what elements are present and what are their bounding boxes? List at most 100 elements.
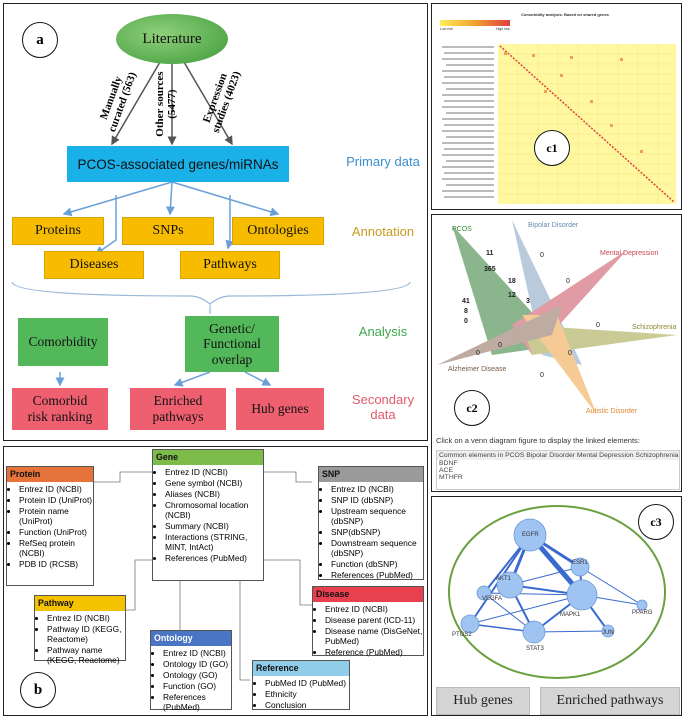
venn-count: 12 (508, 292, 516, 299)
proteins-box: Proteins (12, 217, 104, 245)
snp-card: SNP Entrez ID (NCBI) SNP ID (dbSNP) Upst… (318, 466, 424, 580)
genes-box-label: PCOS-associated genes/miRNAs (77, 156, 279, 172)
node-akt1 (496, 571, 524, 599)
venn-table-row[interactable]: BDNF (439, 460, 458, 467)
gene-field: Chromosomal location (NCBI) (165, 500, 263, 520)
venn-count: 18 (508, 278, 516, 285)
legend-low: Low risk (440, 27, 453, 31)
venn-set-depression: Mental Depression (600, 250, 659, 257)
heatmap-title: Comorbidity analysis: Based on shared ge… (521, 12, 609, 17)
node-esr1 (570, 557, 590, 577)
panel-c2-label: c2 (454, 390, 490, 426)
analysis-label: Analysis (358, 324, 408, 339)
venn-table-row[interactable]: MTHFR (439, 474, 463, 481)
venn-count: 3 (526, 298, 530, 305)
ontologies-box: Ontologies (232, 217, 324, 245)
venn-count: 0 (540, 372, 544, 379)
enriched-pathways-box: Enriched pathways (130, 388, 226, 430)
venn-instruction: Click on a venn diagram figure to displa… (436, 436, 640, 445)
hub-genes-button[interactable]: Hub genes (436, 687, 530, 715)
snp-field: SNP(dbSNP) (331, 527, 423, 537)
protein-card: Protein Entrez ID (NCBI) Protein ID (Uni… (6, 466, 94, 586)
snps-box: SNPs (122, 217, 214, 245)
node-label-vegfa: VEGFA (482, 596, 503, 602)
pathway-field: Entrez ID (NCBI) (47, 613, 125, 623)
protein-field: RefSeq protein (NCBI) (19, 538, 93, 558)
disease-field: Disease parent (ICD-11) (325, 615, 423, 625)
node-label-esr1: ESR1 (572, 560, 588, 566)
venn-count: 0 (498, 342, 502, 349)
source-other: Other sources (5477) (154, 62, 178, 146)
disease-field: Entrez ID (NCBI) (325, 604, 423, 614)
disease-field: Reference (PubMed) (325, 647, 423, 657)
ontology-card: Ontology Entrez ID (NCBI) Ontology ID (G… (150, 630, 232, 712)
protein-field: Entrez ID (NCBI) (19, 484, 93, 494)
venn-count: 365 (484, 266, 496, 273)
snp-card-title: SNP (319, 467, 423, 482)
venn-set-pcos: PCOS (452, 226, 472, 233)
gene-card-title: Gene (153, 450, 263, 465)
venn-count: 0 (566, 278, 570, 285)
hub-genes-box: Hub genes (236, 388, 324, 430)
node-vegfa (476, 585, 492, 601)
heatmap-grid (442, 44, 676, 204)
snp-field: Upstream sequence (dbSNP) (331, 506, 423, 526)
venn-count: 8 (464, 308, 468, 315)
node-ptgs2 (460, 614, 480, 634)
comorbid-risk-box: Comorbid risk ranking (12, 388, 108, 430)
node-label-stat3: STAT3 (526, 646, 544, 652)
snp-field: Function (dbSNP) (331, 559, 423, 569)
genetic-overlap-line2: Functional (203, 336, 261, 352)
pathway-card-title: Pathway (35, 596, 125, 611)
venn-table-header: Common elements in PCOS Bipolar Disorder… (437, 451, 679, 460)
node-label-pparg: PPARG (632, 610, 653, 616)
primary-data-label: Primary data (346, 154, 420, 169)
snp-field: Entrez ID (NCBI) (331, 484, 423, 494)
venn-table-row[interactable]: ACE (439, 467, 453, 474)
node-mapk1 (566, 579, 598, 611)
secondary-data-label: Secondary data (338, 392, 428, 422)
venn-table[interactable]: Common elements in PCOS Bipolar Disorder… (436, 450, 680, 490)
gene-field: Interactions (STRING, MINT, IntAct) (165, 532, 263, 552)
disease-card: Disease Entrez ID (NCBI) Disease parent … (312, 586, 424, 657)
snp-field: SNP ID (dbSNP) (331, 495, 423, 505)
venn-count: 0 (596, 322, 600, 329)
node-label-egfr: EGFR (522, 532, 539, 538)
heatmap-legend-bar (440, 20, 510, 26)
node-stat3 (522, 620, 546, 644)
comorbid-risk-line2: risk ranking (27, 409, 93, 424)
venn-count: 0 (476, 350, 480, 357)
pathway-field: Pathway name (KEGG, Reactome) (47, 645, 125, 665)
reference-field: Conclusion (265, 700, 349, 710)
venn-set-bipolar: Bipolar Disorder (528, 222, 579, 229)
pathway-card: Pathway Entrez ID (NCBI) Pathway ID (KEG… (34, 595, 126, 665)
venn-set-schizophrenia: Schizophrenia (632, 324, 677, 331)
enriched-pathways-button[interactable]: Enriched pathways (540, 687, 680, 715)
reference-card-title: Reference (253, 661, 349, 676)
diseases-box: Diseases (44, 251, 144, 279)
hub-network (448, 505, 666, 679)
annotation-label: Annotation (351, 224, 415, 239)
ontology-field: References (PubMed) (163, 692, 231, 712)
node-label-ptgs2: PTGS2 (452, 632, 472, 638)
pathways-box: Pathways (180, 251, 280, 279)
reference-card: Reference PubMed ID (PubMed) Ethnicity C… (252, 660, 350, 710)
disease-card-title: Disease (313, 587, 423, 602)
protein-field: Protein ID (UniProt) (19, 495, 93, 505)
snp-field: References (PubMed) (331, 570, 423, 580)
secondary-data-line1: Secondary (351, 392, 415, 407)
gene-field: Summary (NCBI) (165, 521, 263, 531)
gene-card: Gene Entrez ID (NCBI) Gene symbol (NCBI)… (152, 449, 264, 581)
genetic-overlap-box: Genetic/ Functional overlap (185, 316, 279, 372)
reference-field: PubMed ID (PubMed) (265, 678, 349, 688)
node-label-mapk1: MAPK1 (560, 612, 581, 618)
venn-count: 0 (540, 252, 544, 259)
protein-field: Function (UniProt) (19, 527, 93, 537)
panel-b-label: b (20, 672, 56, 708)
ontology-field: Ontology (GO) (163, 670, 231, 680)
pathway-field: Pathway ID (KEGG, Reactome) (47, 624, 125, 644)
panel-c3-label: c3 (638, 504, 674, 540)
venn-count: 11 (486, 250, 494, 257)
panel-a-label: a (22, 22, 58, 58)
enriched-pathways-line1: Enriched (153, 393, 203, 409)
